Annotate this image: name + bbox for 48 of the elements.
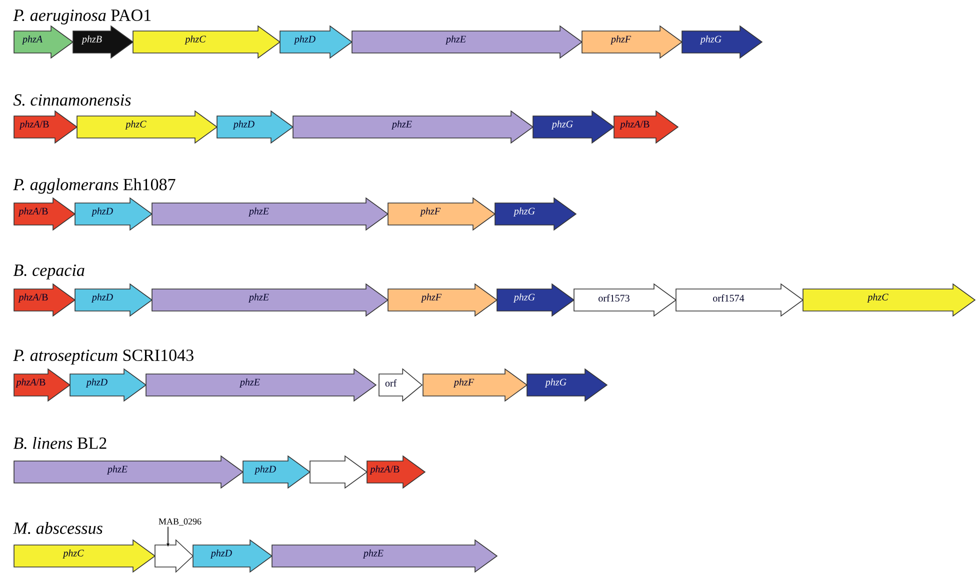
- species-name: B. cepacia: [13, 264, 84, 280]
- gene-segment: phzE: [152, 283, 389, 317]
- gene-segment: phzE: [14, 455, 244, 489]
- gene-segment: phzA/B: [14, 197, 76, 231]
- gene-segment: phzD: [70, 368, 147, 402]
- species-name: P. aeruginosa PAO1: [13, 10, 151, 24]
- species-name: B. linens BL2: [13, 436, 106, 449]
- gene-segment: phzD: [242, 455, 311, 489]
- gene-segment: phzC: [802, 283, 976, 317]
- gene-segment: phzA/B: [14, 368, 71, 402]
- gene-segment: phzC: [14, 539, 156, 573]
- gene-segment: phzC: [76, 110, 218, 144]
- gene-segment: [154, 539, 194, 573]
- gene-segment: orf1574: [676, 283, 804, 317]
- gene-segment: phzG: [526, 368, 608, 402]
- species-name: M. abscessus: [13, 522, 102, 534]
- gene-segment: phzA/B: [614, 110, 679, 144]
- gene-segment: phzF: [582, 25, 683, 59]
- gene-segment: phzD: [74, 283, 153, 317]
- gene-segment: phzE: [272, 539, 498, 573]
- gene-segment: phzE: [146, 368, 377, 402]
- gene-segment: phzD: [216, 110, 294, 144]
- gene-segment: phzG: [496, 283, 575, 317]
- gene-segment: phzE: [292, 110, 534, 144]
- gene-segment: phzA: [14, 25, 74, 59]
- gene-segment: orf: [378, 368, 423, 402]
- gene-segment: phzF: [422, 368, 528, 402]
- gene-segment: phzB: [72, 25, 134, 59]
- gene-segment: phzE: [352, 25, 583, 59]
- gene-segment: phzG: [682, 25, 763, 59]
- gene-segment: phzG: [532, 110, 615, 144]
- gene-segment: phzD: [74, 197, 153, 231]
- gene-segment: phzD: [280, 25, 353, 59]
- species-name: P. atrosepticum SCRI1043: [13, 350, 194, 364]
- gene-segment: phzG: [494, 197, 577, 231]
- gene-segment: orf1573: [574, 283, 677, 317]
- gene-segment: phzE: [152, 197, 389, 231]
- gene-segment: phzF: [388, 283, 498, 317]
- gene-segment: phzA/B: [14, 110, 78, 144]
- gene-segment: phzA/B: [14, 283, 76, 317]
- gene-name: MAB_0296: [158, 518, 202, 526]
- gene-segment: phzA/B: [366, 455, 426, 489]
- gene-segment: phzD: [192, 539, 273, 573]
- species-name: P. agglomerans Eh1087: [13, 178, 176, 194]
- gene-segment: phzC: [132, 25, 281, 59]
- gene-segment: [310, 455, 368, 489]
- gene-segment: phzF: [388, 197, 496, 231]
- species-name: S. cinnamonensis: [13, 94, 131, 106]
